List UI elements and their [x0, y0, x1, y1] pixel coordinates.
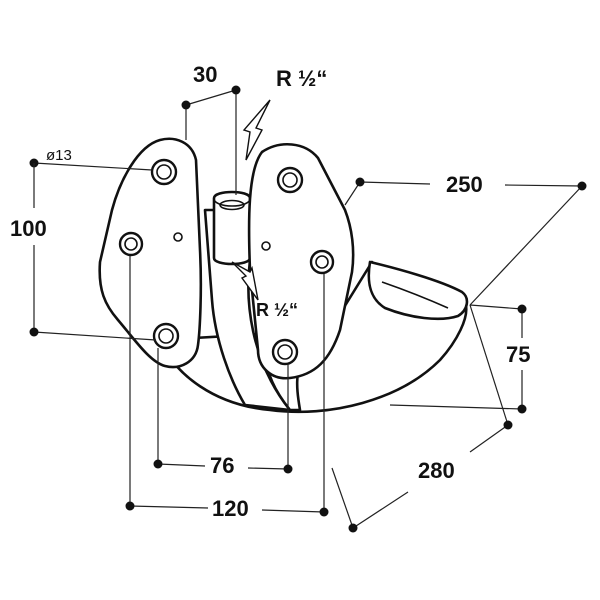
dim-75-label: 75 — [506, 342, 530, 367]
dimension-250: 250 — [344, 172, 587, 306]
diameter-13-label: ø13 — [46, 147, 72, 164]
dimension-thread-inlet: R ½“ — [231, 261, 298, 320]
left-mounting-plate — [98, 137, 203, 369]
dim-250-label: 250 — [446, 172, 483, 197]
thread-inlet-label: R ½“ — [256, 300, 298, 320]
dimension-75: 75 — [389, 304, 530, 414]
dimension-thread-top: R ½“ — [242, 66, 327, 161]
dimension-280: 280 — [331, 304, 513, 533]
dimension-76: 76 — [153, 348, 293, 478]
thread-top-label: R ½“ — [276, 66, 327, 91]
dim-30-label: 30 — [193, 62, 217, 87]
dim-280-label: 280 — [418, 458, 455, 483]
dimension-30: 30 — [181, 62, 241, 195]
dim-76-label: 76 — [210, 453, 234, 478]
dimension-100: 100 — [10, 163, 157, 341]
dim-100-label: 100 — [10, 216, 47, 241]
right-mounting-plate — [247, 142, 355, 380]
dimension-120: 120 — [125, 256, 329, 521]
dim-120-label: 120 — [212, 496, 249, 521]
